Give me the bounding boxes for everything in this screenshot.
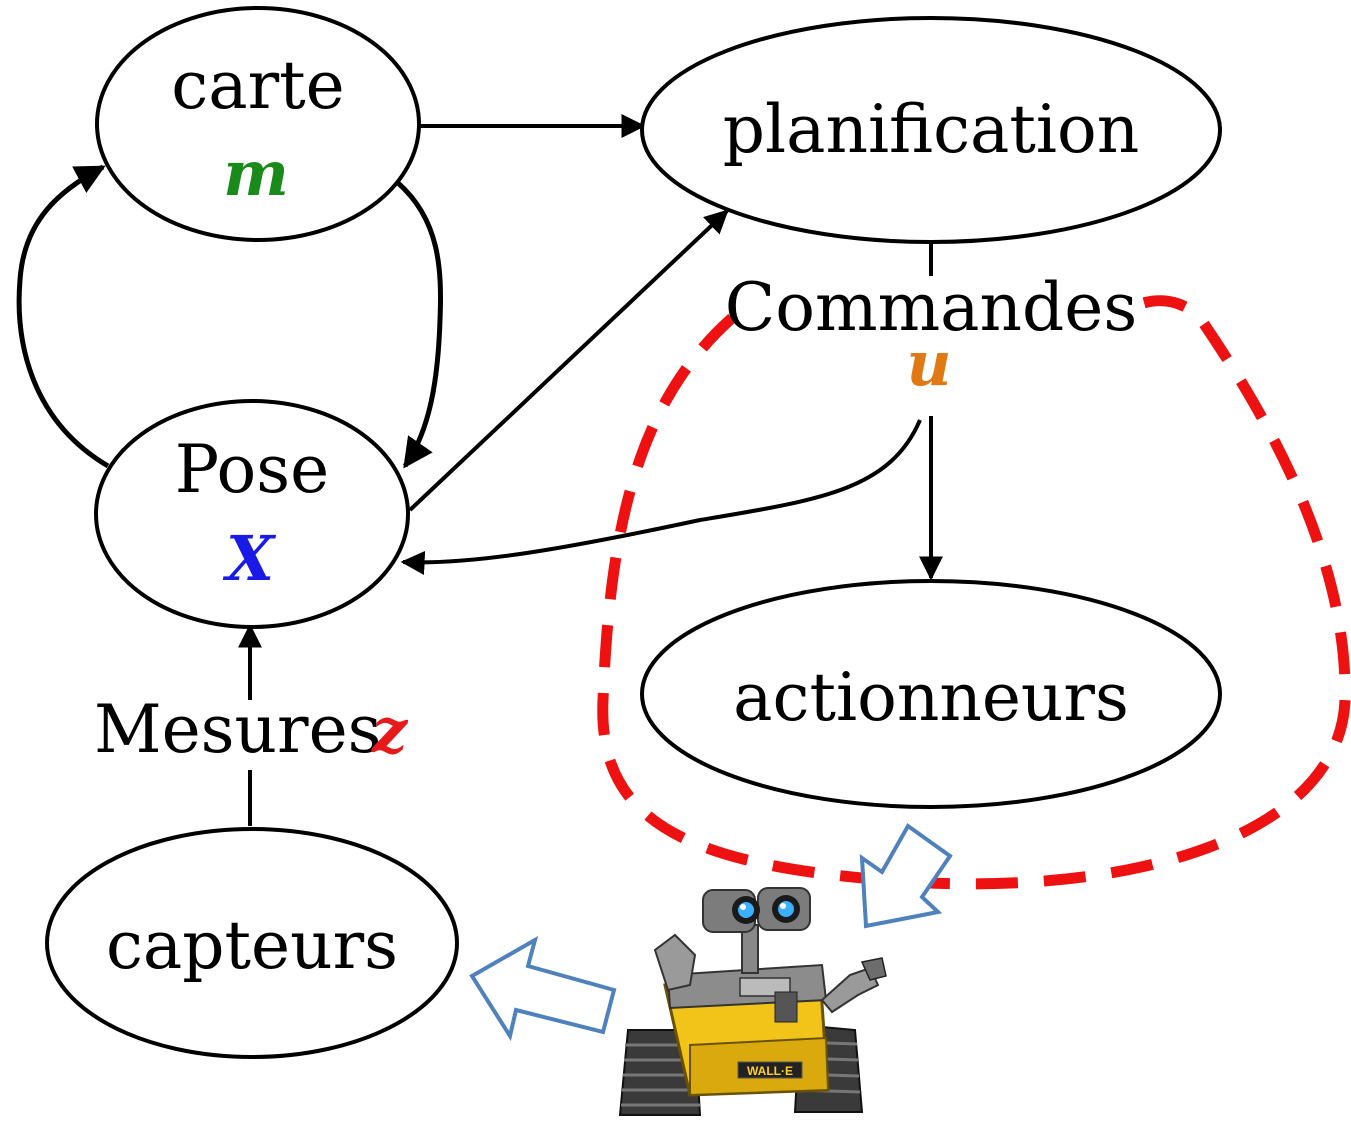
node-pose: Pose X [94,399,410,629]
control-loop-boundary [597,295,1351,890]
node-carte: carte m [95,6,421,242]
robot-illustration: WALL·E [618,887,887,1116]
mesures-label: Mesures [94,691,382,768]
robot-badge [737,1061,803,1079]
node-actionneurs: actionneurs [640,579,1222,809]
node-capteurs: capteurs [45,827,459,1059]
node-carte-variable: m [223,137,289,210]
node-pose-variable: X [222,522,277,595]
node-carte-label: carte [171,47,344,124]
hollow-arrow-loop-to-robot [859,823,953,929]
edges [16,114,943,826]
robot-badge-label: WALL·E [747,1064,793,1078]
edge-carte-to-pose [396,181,444,469]
robot-left-arm [653,933,697,992]
label-mesures: Mesures z [94,691,409,768]
hollow-arrow-robot-to-capteurs [469,935,617,1042]
commandes-variable: u [906,327,951,400]
edge-pose-to-carte [16,164,110,469]
node-planification: planification [640,16,1222,244]
node-capteurs-label: capteurs [106,907,398,984]
robot-head [702,887,811,933]
node-pose-label: Pose [175,431,329,508]
mesures-variable: z [371,694,409,767]
node-planification-label: planification [723,91,1140,168]
edge-pose-to-planification [408,209,729,512]
node-actionneurs-label: actionneurs [733,659,1129,736]
robot-right-arm [820,966,880,1014]
commandes-label: Commandes [725,269,1137,346]
edge-commandes-to-pose [400,419,922,575]
label-commandes: Commandes u [725,269,1137,400]
